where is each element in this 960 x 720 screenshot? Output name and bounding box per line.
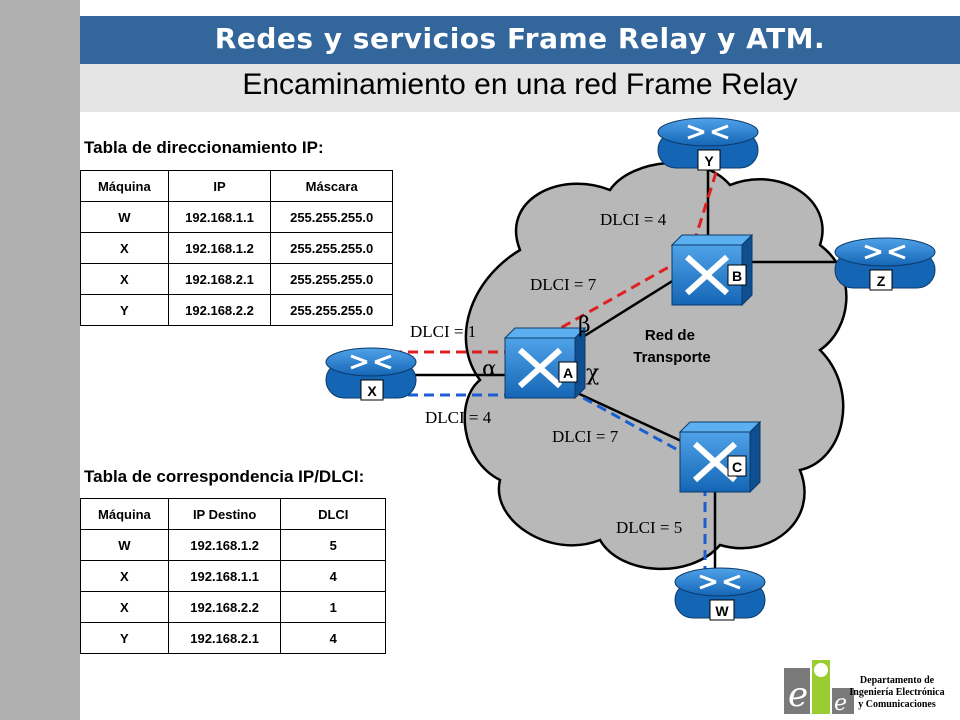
router-z: Z <box>834 237 936 291</box>
department-line-3: y Comunicaciones <box>858 699 936 710</box>
dlci-label-c-w: DLCI = 5 <box>616 518 682 537</box>
ip-table-title: Tabla de direccionamiento IP: <box>84 138 324 157</box>
dlci-table-cell: 192.168.2.1 <box>167 622 282 654</box>
left-sidebar-bar <box>0 0 80 720</box>
router-w-label: W <box>715 603 729 619</box>
svg-text:e: e <box>788 675 808 715</box>
dlci-label-y-b: DLCI = 4 <box>600 210 667 229</box>
ip-table-header-cell: Máscara <box>270 170 393 202</box>
ip-table-header-cell: IP <box>167 170 272 202</box>
dlci-table-cell: 1 <box>280 591 386 623</box>
router-z-label: Z <box>877 273 886 289</box>
virtual-circuit-red <box>392 159 722 354</box>
dlci-table-cell: 192.168.2.2 <box>167 591 282 623</box>
svg-text:e: e <box>834 691 847 716</box>
dlci-table-title: Tabla de correspondencia IP/DLCI: <box>84 467 365 486</box>
dlci-label-a-b: DLCI = 7 <box>530 275 597 294</box>
cloud-label-line2: Transporte <box>633 349 711 366</box>
ip-table-cell: W <box>80 201 169 233</box>
dlci-table-cell: X <box>80 560 169 592</box>
switch-a-label: A <box>563 365 573 381</box>
link-a-c <box>559 383 691 447</box>
ip-table-cell: 255.255.255.0 <box>270 294 393 326</box>
header-band <box>80 16 960 64</box>
router-y: Y <box>657 117 759 171</box>
port-chi-label: χ <box>586 361 599 386</box>
port-alpha-label: α <box>482 357 497 382</box>
router-w: W <box>674 567 766 621</box>
svg-text:Red de Transporte: Red de Transporte <box>633 327 711 366</box>
router-y-label: Y <box>704 153 714 169</box>
subtitle-band <box>80 64 960 112</box>
ip-table-cell: 255.255.255.0 <box>270 263 393 295</box>
router-x-label: X <box>367 383 377 399</box>
port-beta-label: β <box>578 313 591 338</box>
course-title: Redes y servicios Frame Relay y ATM. <box>214 22 826 55</box>
dlci-table-header-cell: IP Destino <box>167 498 282 530</box>
switch-b: B <box>670 233 754 307</box>
switch-c: C <box>678 420 762 494</box>
ip-table-cell: 192.168.1.1 <box>167 201 272 233</box>
ip-table-cell: Y <box>80 294 169 326</box>
dlci-table-cell: 192.168.1.1 <box>167 560 282 592</box>
dlci-label-x-a-top: DLCI = 1 <box>410 322 476 341</box>
dlci-table-cell: X <box>80 591 169 623</box>
dlci-label-x-a-bottom: DLCI = 4 <box>425 408 492 427</box>
dlci-table-cell: Y <box>80 622 169 654</box>
dlci-label-a-c: DLCI = 7 <box>552 427 619 446</box>
dlci-table-cell: 5 <box>280 529 386 561</box>
router-x: X <box>325 347 417 401</box>
link-a-b <box>569 268 691 347</box>
dlci-table-header-cell: Máquina <box>80 498 169 530</box>
switch-a: A <box>503 326 587 400</box>
dlci-table-cell: 4 <box>280 560 386 592</box>
ip-table-cell: 192.168.1.2 <box>167 232 272 264</box>
ip-table-cell: 192.168.2.2 <box>167 294 272 326</box>
department-line-2: Ingeniería Electrónica <box>849 687 945 698</box>
slide-title: Encaminamiento en una red Frame Relay <box>242 68 798 101</box>
switch-c-label: C <box>732 459 742 475</box>
department-logo: e e <box>784 660 854 716</box>
dlci-table-cell: 4 <box>280 622 386 654</box>
department-line-1: Departamento de <box>859 675 935 686</box>
department-name: Departamento de Ingeniería Electrónica y… <box>838 675 956 711</box>
cloud-label-line1: Red de <box>645 327 695 344</box>
switch-b-label: B <box>732 268 742 284</box>
